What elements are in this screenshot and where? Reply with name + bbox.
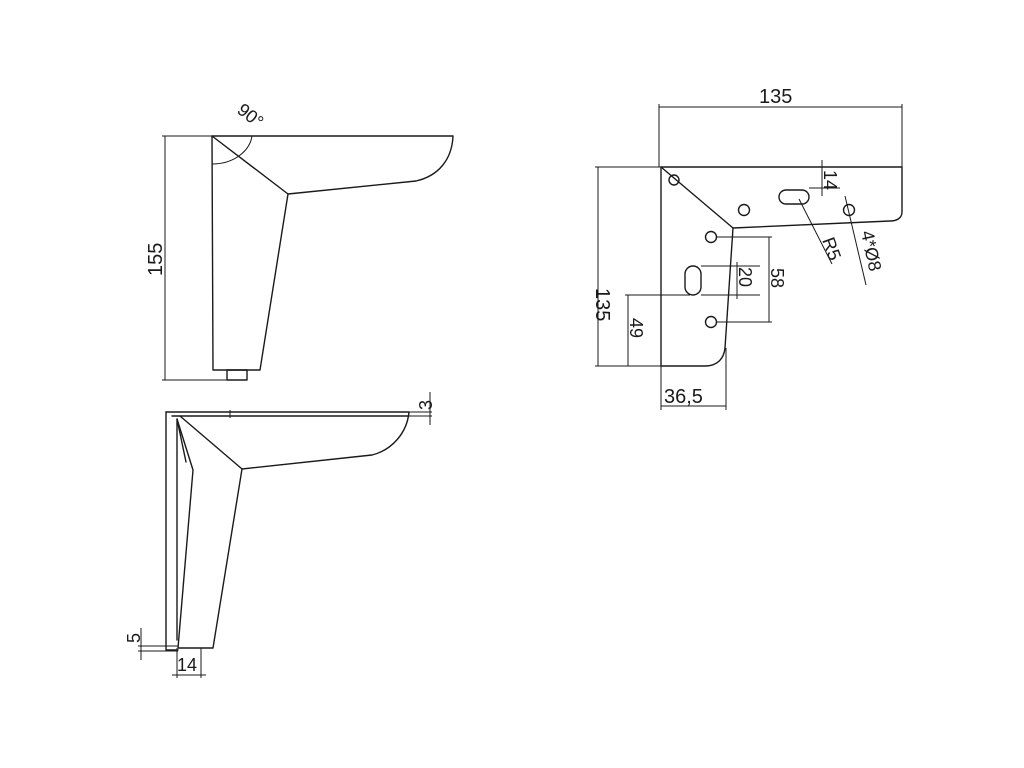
foot-width-label: 14 [177, 655, 197, 675]
side-view: 90° 155 [145, 99, 454, 381]
sheet-view: 3 5 14 [124, 392, 436, 678]
foot-height-label: 5 [124, 633, 144, 643]
hole-1 [668, 174, 680, 186]
slot-length-label: 20 [735, 267, 755, 287]
foot-stub [226, 369, 248, 381]
sheet-fold-line [179, 415, 243, 470]
hole-4 [704, 315, 718, 329]
plate-fold [660, 166, 734, 229]
hole-spacing-label: 58 [767, 268, 787, 288]
radius-label: R5 [818, 235, 845, 263]
hole-2 [737, 203, 751, 217]
leg-outline [211, 135, 454, 371]
holes-leader [844, 195, 867, 286]
sheet-outer [165, 411, 410, 649]
slot-horizontal [778, 189, 810, 205]
width-label: 135 [759, 86, 792, 108]
height-label: 155 [145, 243, 167, 276]
top-view: 135 135 14 R5 4*Ø8 20 58 49 [591, 86, 903, 410]
angle-label: 90° [234, 99, 268, 132]
thickness-label: 3 [416, 400, 436, 410]
slot-vertical [684, 265, 702, 296]
depth-label: 36,5 [664, 386, 703, 408]
sheet-inner [165, 411, 410, 651]
tv-height-label: 135 [591, 288, 613, 321]
hole-3 [704, 230, 718, 244]
hole-5 [842, 203, 856, 217]
angle-arc [211, 135, 253, 165]
offset-label: 14 [820, 170, 840, 190]
hole-height-label: 49 [626, 318, 646, 338]
fold-line [211, 135, 289, 195]
radius-leader [798, 198, 833, 265]
